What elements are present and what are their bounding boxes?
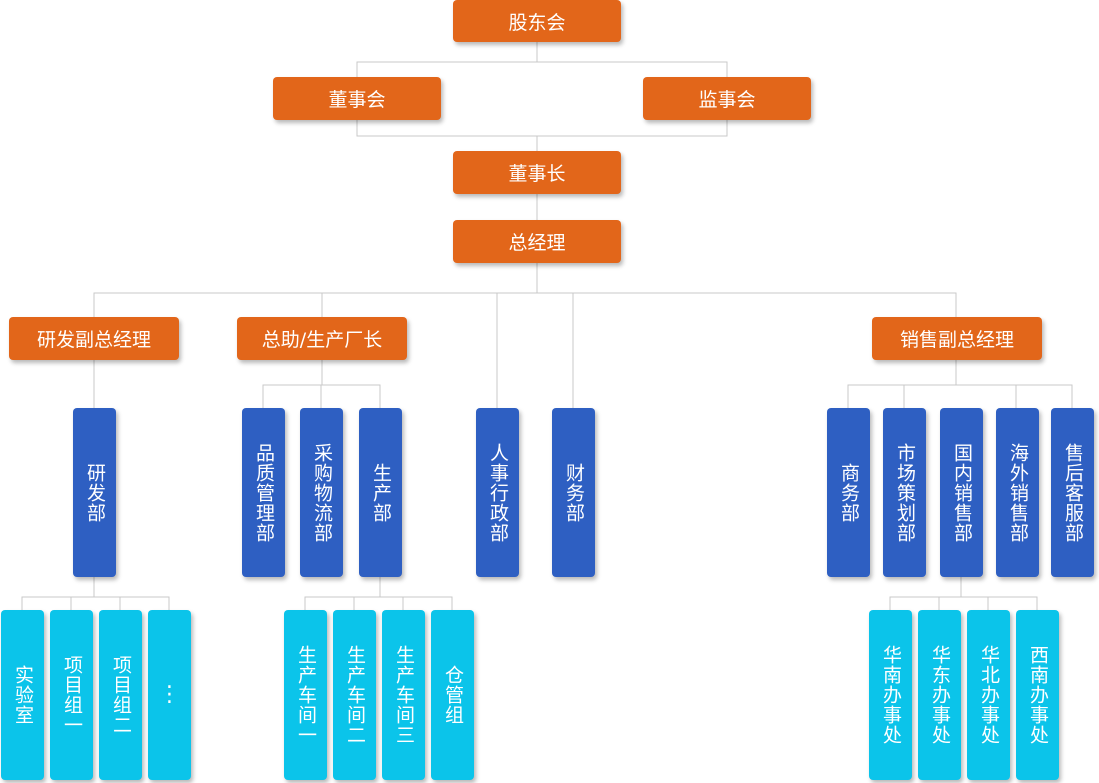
dept-overseas-box: 海外销售部	[996, 408, 1039, 577]
prod-unit-workshop-3-box: 生产车间三	[382, 610, 425, 780]
prod-unit-workshop-2-label: 生产车间二	[344, 645, 366, 745]
rd-unit-project-1-label: 项目组一	[61, 655, 83, 735]
dept-purchasing-box: 采购物流部	[300, 408, 343, 577]
dept-purchasing-label: 采购物流部	[311, 442, 333, 543]
prod-unit-workshop-1-box: 生产车间一	[284, 610, 327, 780]
rd-unit-project-2-label: 项目组二	[110, 655, 132, 735]
dept-domestic-label: 国内销售部	[951, 442, 973, 543]
chairman-label: 董事长	[508, 163, 566, 185]
dept-finance-label: 财务部	[563, 462, 585, 523]
prod-unit-workshop-1-label: 生产车间一	[295, 645, 317, 745]
prod-unit-warehouse-box: 仓管组	[431, 610, 474, 780]
connector-shareholders	[356, 42, 728, 77]
sales-vp-label: 销售副总经理	[899, 329, 1014, 351]
connector-rd-units	[21, 577, 170, 610]
rd-vp-label: 研发副总经理	[36, 329, 151, 351]
dept-domestic-box: 国内销售部	[940, 408, 983, 577]
dept-business-label: 商务部	[838, 462, 860, 523]
connector-board	[356, 120, 728, 151]
connector-sales-units	[889, 577, 1038, 610]
dept-business-box: 商务部	[827, 408, 870, 577]
prod-unit-workshop-3-label: 生产车间三	[393, 645, 415, 745]
gm-label: 总经理	[508, 232, 566, 254]
sales-office-south-box: 华南办事处	[869, 610, 912, 780]
sales-office-south-label: 华南办事处	[880, 645, 902, 745]
rd-unit-more-box: ⋮	[148, 610, 191, 780]
sales-office-north-label: 华北办事处	[978, 645, 1000, 745]
chairman-box: 董事长	[453, 151, 621, 194]
connector-prod-vp	[262, 360, 381, 408]
sales-vp-box: 销售副总经理	[872, 317, 1042, 360]
shareholders-label: 股东会	[508, 11, 566, 34]
gm-box: 总经理	[453, 220, 621, 263]
connector-gm	[93, 263, 957, 408]
board-label: 董事会	[328, 89, 386, 111]
production-vp-box: 总助/生产厂长	[237, 317, 407, 360]
supervisors-label: 监事会	[698, 89, 756, 111]
production-vp-label: 总助/生产厂长	[261, 329, 383, 351]
dept-marketing-box: 市场策划部	[883, 408, 926, 577]
dept-rd-box: 研发部	[73, 408, 116, 577]
dept-hr-box: 人事行政部	[476, 408, 519, 577]
prod-unit-workshop-2-box: 生产车间二	[333, 610, 376, 780]
supervisors-box: 监事会	[643, 77, 811, 120]
shareholders-box: 股东会	[453, 0, 621, 42]
rd-unit-project-2-box: 项目组二	[99, 610, 142, 780]
rd-unit-project-1-box: 项目组一	[50, 610, 93, 780]
more-ellipsis-icon: ⋮	[158, 682, 181, 707]
rd-unit-lab-label: 实验室	[12, 665, 34, 725]
rd-vp-box: 研发副总经理	[9, 317, 179, 360]
prod-unit-warehouse-label: 仓管组	[442, 665, 464, 725]
dept-rd-label: 研发部	[84, 462, 106, 523]
dept-quality-box: 品质管理部	[242, 408, 285, 577]
connector-prod-units	[304, 577, 453, 610]
dept-production-label: 生产部	[370, 462, 392, 523]
sales-office-east-label: 华东办事处	[929, 645, 951, 745]
dept-overseas-label: 海外销售部	[1007, 442, 1029, 543]
dept-aftersales-label: 售后客服部	[1062, 442, 1084, 543]
sales-office-east-box: 华东办事处	[918, 610, 961, 780]
sales-office-north-box: 华北办事处	[967, 610, 1010, 780]
board-box: 董事会	[273, 77, 441, 120]
dept-aftersales-box: 售后客服部	[1051, 408, 1094, 577]
dept-quality-label: 品质管理部	[253, 442, 275, 543]
dept-production-box: 生产部	[359, 408, 402, 577]
dept-hr-label: 人事行政部	[487, 442, 509, 543]
connector-sales-vp	[847, 360, 1073, 408]
dept-finance-box: 财务部	[552, 408, 595, 577]
dept-marketing-label: 市场策划部	[894, 442, 916, 543]
rd-unit-lab-box: 实验室	[1, 610, 44, 780]
sales-office-southwest-label: 西南办事处	[1027, 645, 1049, 745]
sales-office-southwest-box: 西南办事处	[1016, 610, 1059, 780]
